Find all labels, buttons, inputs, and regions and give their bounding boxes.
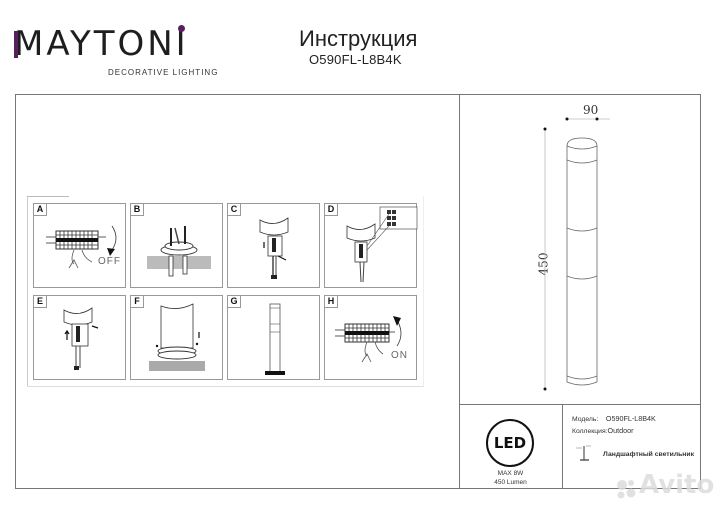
connect-wire-icon [259,217,289,279]
frame-divider-vertical [459,94,460,489]
document-model: O590FL-L8B4K [309,52,402,67]
landscape-light-icon [576,445,591,461]
frame-divider-horizontal [459,404,701,405]
brand-name: MAYTONI [14,24,189,64]
spec-model-key: Модель: [572,416,599,423]
step-label: A [34,204,47,216]
circuit-breaker-off-icon [46,225,117,269]
step-panel-g: G [227,295,320,380]
step-panel-e: E [33,295,126,380]
step-label: G [228,296,241,308]
dimension-width: 90 [583,103,599,117]
attach-body-icon [149,303,205,371]
circuit-breaker-on-icon [335,316,402,363]
step-panel-f: F [130,295,223,380]
step-caption-on: ON [391,350,408,361]
led-power: MAX 8W [497,470,524,477]
spec-type: Ландшафтный светильник [603,451,694,458]
document-title: Инструкция [299,26,418,51]
step-panel-h: H ON [324,295,417,380]
avito-logo-icon [617,480,636,499]
spec-divider [562,404,563,489]
bollard-lamp-drawing [543,117,610,391]
spec-collection-value: Outdoor [607,426,634,435]
brand-tagline: DECORATIVE LIGHTING [108,68,219,77]
step-label: H [325,296,338,308]
step-panel-a: A OFF [33,203,126,288]
spec-collection: Коллекция:Outdoor [572,426,634,435]
step-caption-off: OFF [98,256,121,267]
brand-logo: ​MAYTONI DECORATIVE LIGHTING [14,24,217,77]
led-badge: LED [486,419,534,467]
step-label: C [228,204,241,216]
step-label: E [34,296,47,308]
step-panel-c: C [227,203,320,288]
brand-wordmark: ​MAYTONI [14,24,189,64]
brand-dot [177,25,185,32]
led-lumen: 450 Lumen [494,479,527,486]
mount-base-screws-icon [147,226,211,277]
step-label: D [325,204,338,216]
step-label: F [131,296,144,308]
spec-model: Модель: O590FL-L8B4K [572,414,656,423]
installation-steps [27,196,424,387]
insert-connector-icon [63,307,99,370]
assembled-bollard-icon [265,303,285,375]
spec-collection-key: Коллекция: [572,428,608,435]
avito-watermark: Avito [639,470,715,500]
wiring-terminal-icon [346,206,418,283]
step-panel-b: B [130,203,223,288]
document-frame [15,94,701,489]
step-panel-d: D [324,203,418,288]
led-label: LED [493,434,527,452]
spec-model-value: O590FL-L8B4K [605,414,656,423]
step-label: B [131,204,144,216]
